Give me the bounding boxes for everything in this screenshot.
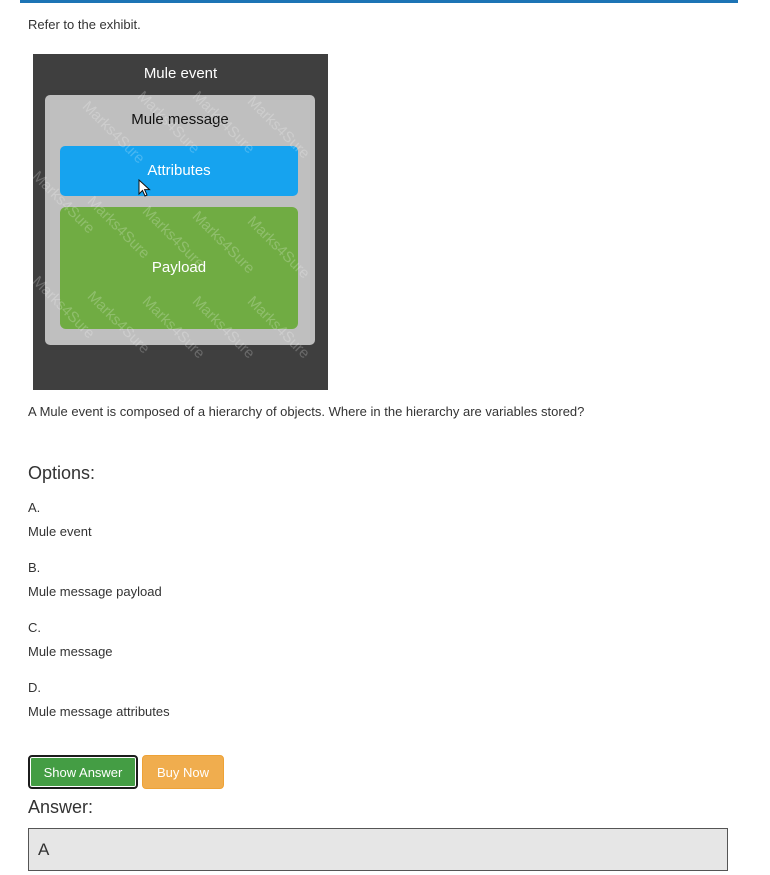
option-d-letter: D. <box>28 680 41 695</box>
option-b-letter: B. <box>28 560 41 575</box>
option-c-letter: C. <box>28 620 41 635</box>
question-text: A Mule event is composed of a hierarchy … <box>28 404 585 419</box>
exhibit-payload-box: Payload <box>60 207 298 329</box>
exhibit-event-label: Mule event <box>143 65 218 82</box>
top-accent-bar <box>20 0 738 3</box>
answer-box: A <box>28 828 728 871</box>
option-a-letter: A. <box>28 500 41 515</box>
options-heading: Options: <box>28 463 96 483</box>
option-b-text: Mule message payload <box>28 584 162 599</box>
buy-now-button[interactable]: Buy Now <box>142 755 224 789</box>
exhibit-intro: Refer to the exhibit. <box>28 17 141 32</box>
answer-value: A <box>38 840 50 859</box>
exhibit-image: Mule event Mule message Attributes Paylo… <box>33 54 328 390</box>
show-answer-button[interactable]: Show Answer <box>28 755 138 789</box>
exhibit-message-box: Mule message Attributes Payload <box>45 95 315 345</box>
exhibit-message-label: Mule message <box>131 111 229 128</box>
mouse-cursor-icon <box>138 179 151 197</box>
answer-heading: Answer: <box>28 797 94 817</box>
option-d-text: Mule message attributes <box>28 704 170 719</box>
option-a-text: Mule event <box>28 524 92 539</box>
exhibit-attributes-box: Attributes <box>60 146 298 196</box>
option-c-text: Mule message <box>28 644 113 659</box>
